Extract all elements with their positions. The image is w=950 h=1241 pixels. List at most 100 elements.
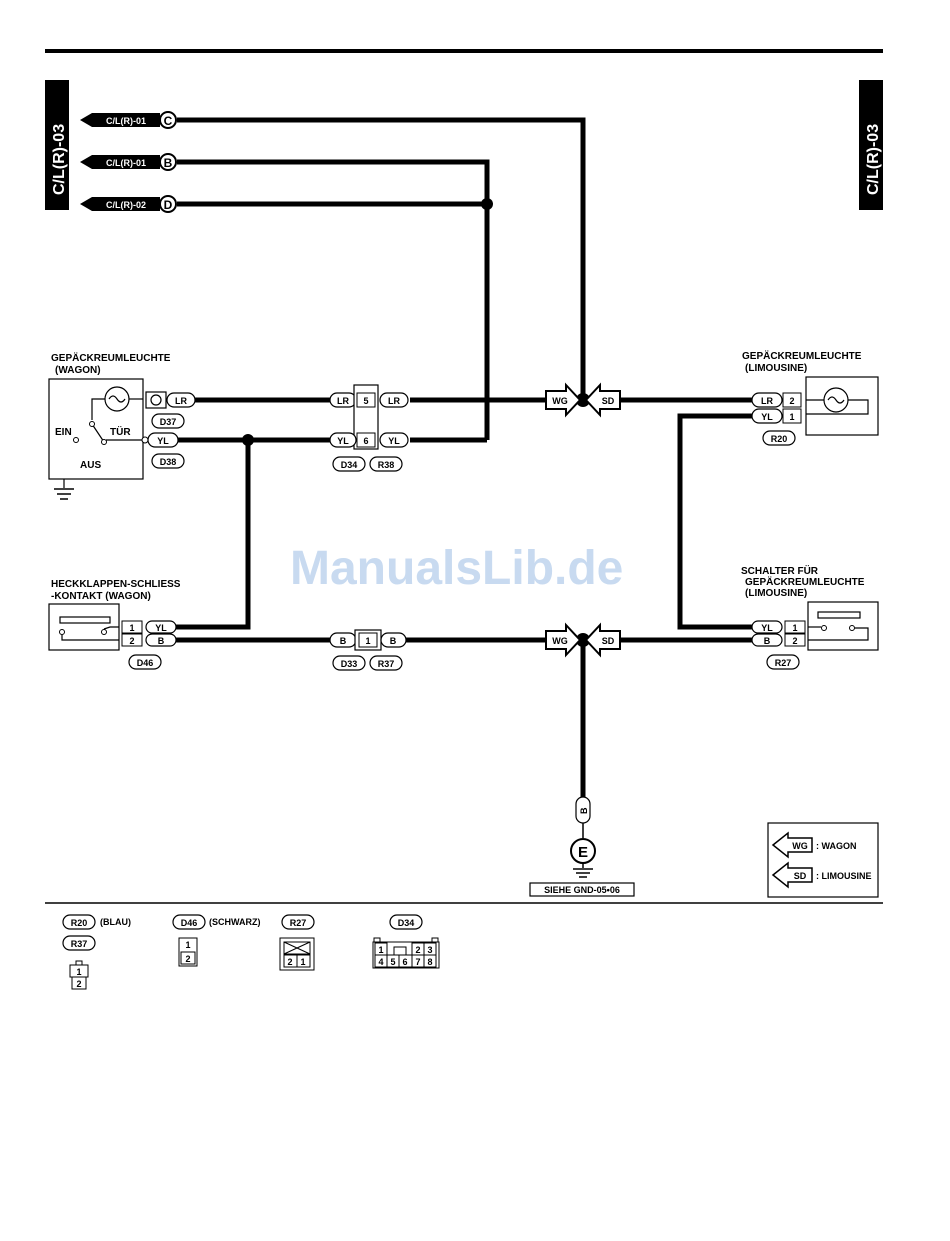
junction-dots: [242, 198, 590, 647]
connector-label: D46: [137, 658, 154, 668]
pin-number: 1: [300, 957, 305, 967]
pin-number: 1: [365, 636, 370, 646]
switch-limo-box: 1 2 YL B: [751, 601, 879, 651]
input-tag-label: C/L(R)-02: [106, 200, 146, 210]
pin-number: 4: [378, 957, 383, 967]
wire-color-label: LR: [337, 396, 349, 406]
connector-view-r27: R27 2 1: [279, 914, 315, 971]
legend-wg-text: : WAGON: [816, 841, 857, 851]
pin-number: 1: [789, 412, 794, 422]
ground-letter: E: [578, 844, 588, 861]
lamp-limo-title: GEPÄCKREUMLEUCHTE: [742, 349, 862, 362]
sd-arrow-top: SD: [584, 382, 621, 418]
wire-color-label: YL: [388, 436, 400, 446]
left-tab-label: C/L(R)-03: [51, 124, 68, 195]
switch-icon: [817, 611, 861, 619]
right-section-tab: C/L(R)-03: [859, 80, 883, 210]
pin-number: 1: [378, 945, 383, 955]
tuer-label: TÜR: [110, 425, 131, 438]
switch-limo-subtitle2: (LIMOUSINE): [745, 588, 807, 599]
sd-arrow-label: SD: [602, 636, 615, 646]
wires: [176, 117, 752, 800]
aus-label: AUS: [80, 460, 101, 471]
pin-number: 3: [427, 945, 432, 955]
wire-color-label: YL: [761, 623, 773, 633]
lamp-limo-box: 2 1 LR YL: [751, 376, 879, 436]
input-tag-label: C/L(R)-01: [106, 116, 146, 126]
pin-number: 6: [402, 957, 407, 967]
ground-reference: SIEHE GND-05•06: [544, 885, 620, 895]
splice-dot: [242, 434, 254, 446]
sd-arrow-bottom: SD: [584, 622, 621, 658]
connector-tag-d37: D37: [151, 413, 185, 429]
tailgate-title: HECKKLAPPEN-SCHLIESS: [51, 579, 181, 590]
splice-dot: [576, 393, 590, 407]
pin-number: 1: [129, 623, 134, 633]
connector-label: D37: [160, 417, 177, 427]
pin-number: 2: [287, 957, 292, 967]
lamp-wagon-subtitle: (WAGON): [55, 365, 101, 376]
connector-label: R37: [378, 659, 395, 669]
pin-number: 2: [129, 636, 134, 646]
pin-number: 1: [76, 967, 81, 977]
wg-arrow-top: WG: [545, 382, 582, 418]
pin-number: 5: [363, 396, 368, 406]
d38-terminal: YL: [141, 432, 179, 448]
connector-view-d34: D34 1 2 3 4 5 6 7 8: [372, 914, 440, 969]
switch-limo-title: SCHALTER FÜR: [741, 564, 819, 577]
d37-terminal: LR: [145, 391, 196, 409]
legend-sd-text: : LIMOUSINE: [816, 871, 872, 881]
connector-tag-r27: R27: [766, 654, 800, 670]
pin-number: 6: [363, 436, 368, 446]
lamp-limo-subtitle: (LIMOUSINE): [745, 363, 807, 374]
pin-number: 2: [792, 636, 797, 646]
switch-limo-subtitle: GEPÄCKREUMLEUCHTE: [745, 575, 865, 588]
input-tag-label: C/L(R)-01: [106, 158, 146, 168]
connector-tag-d38: D38: [151, 453, 185, 469]
lamp-wagon-title: GEPÄCKREUMLEUCHTE: [51, 351, 171, 364]
wg-arrow-bottom: WG: [545, 622, 582, 658]
wire-color-label: LR: [761, 396, 773, 406]
pin-number: 8: [427, 957, 432, 967]
connector-tag-r37: R37: [369, 655, 403, 671]
pin-number: 2: [415, 945, 420, 955]
legend-box: WG : WAGON SD : LIMOUSINE: [767, 822, 879, 898]
wire-color-label: B: [390, 636, 397, 646]
connector-view-r20-r37: R20 (BLAU) R37 1 2: [62, 914, 131, 990]
inline-connector-d34-r38: LR 5 6 LR YL YL: [329, 384, 409, 450]
pin-number: 5: [390, 957, 395, 967]
connector-tag-r38: R38: [369, 456, 403, 472]
sd-arrow-label: SD: [602, 396, 615, 406]
input-tag-letter: C: [164, 114, 173, 128]
connector-label: D34: [341, 460, 358, 470]
watermark: ManualsLib.de: [290, 542, 623, 595]
connector-label: D38: [160, 457, 177, 467]
legend-sd: SD: [794, 871, 807, 881]
pin-number: 2: [76, 979, 81, 989]
input-tag-letter: D: [164, 198, 173, 212]
legend-wg: WG: [792, 841, 808, 851]
pin-number: 7: [415, 957, 420, 967]
inline-connector-d33-r37: B 1 B: [329, 629, 407, 651]
wire-color-label: B: [158, 636, 165, 646]
input-tag-letter: B: [164, 156, 173, 170]
connector-label: R20: [771, 434, 788, 444]
connector-label: R20: [71, 918, 88, 928]
connector-tag-d34: D34: [332, 456, 366, 472]
connector-color: (SCHWARZ): [209, 917, 261, 927]
switch-icon: [59, 616, 111, 624]
tailgate-switch-box: 1 2 YL B: [48, 603, 177, 651]
connector-label: R27: [775, 658, 792, 668]
wire-color-label: YL: [155, 623, 167, 633]
wire-color-label: B: [764, 636, 771, 646]
right-tab-label: C/L(R)-03: [865, 124, 882, 195]
wg-arrow-label: WG: [552, 396, 568, 406]
wire-color-label: B: [340, 636, 347, 646]
ein-label: EIN: [55, 427, 72, 438]
splice-dot: [481, 198, 493, 210]
pin-number: 1: [185, 940, 190, 950]
pin-number: 2: [789, 396, 794, 406]
pin-number: 1: [792, 623, 797, 633]
connector-label: D34: [398, 918, 415, 928]
